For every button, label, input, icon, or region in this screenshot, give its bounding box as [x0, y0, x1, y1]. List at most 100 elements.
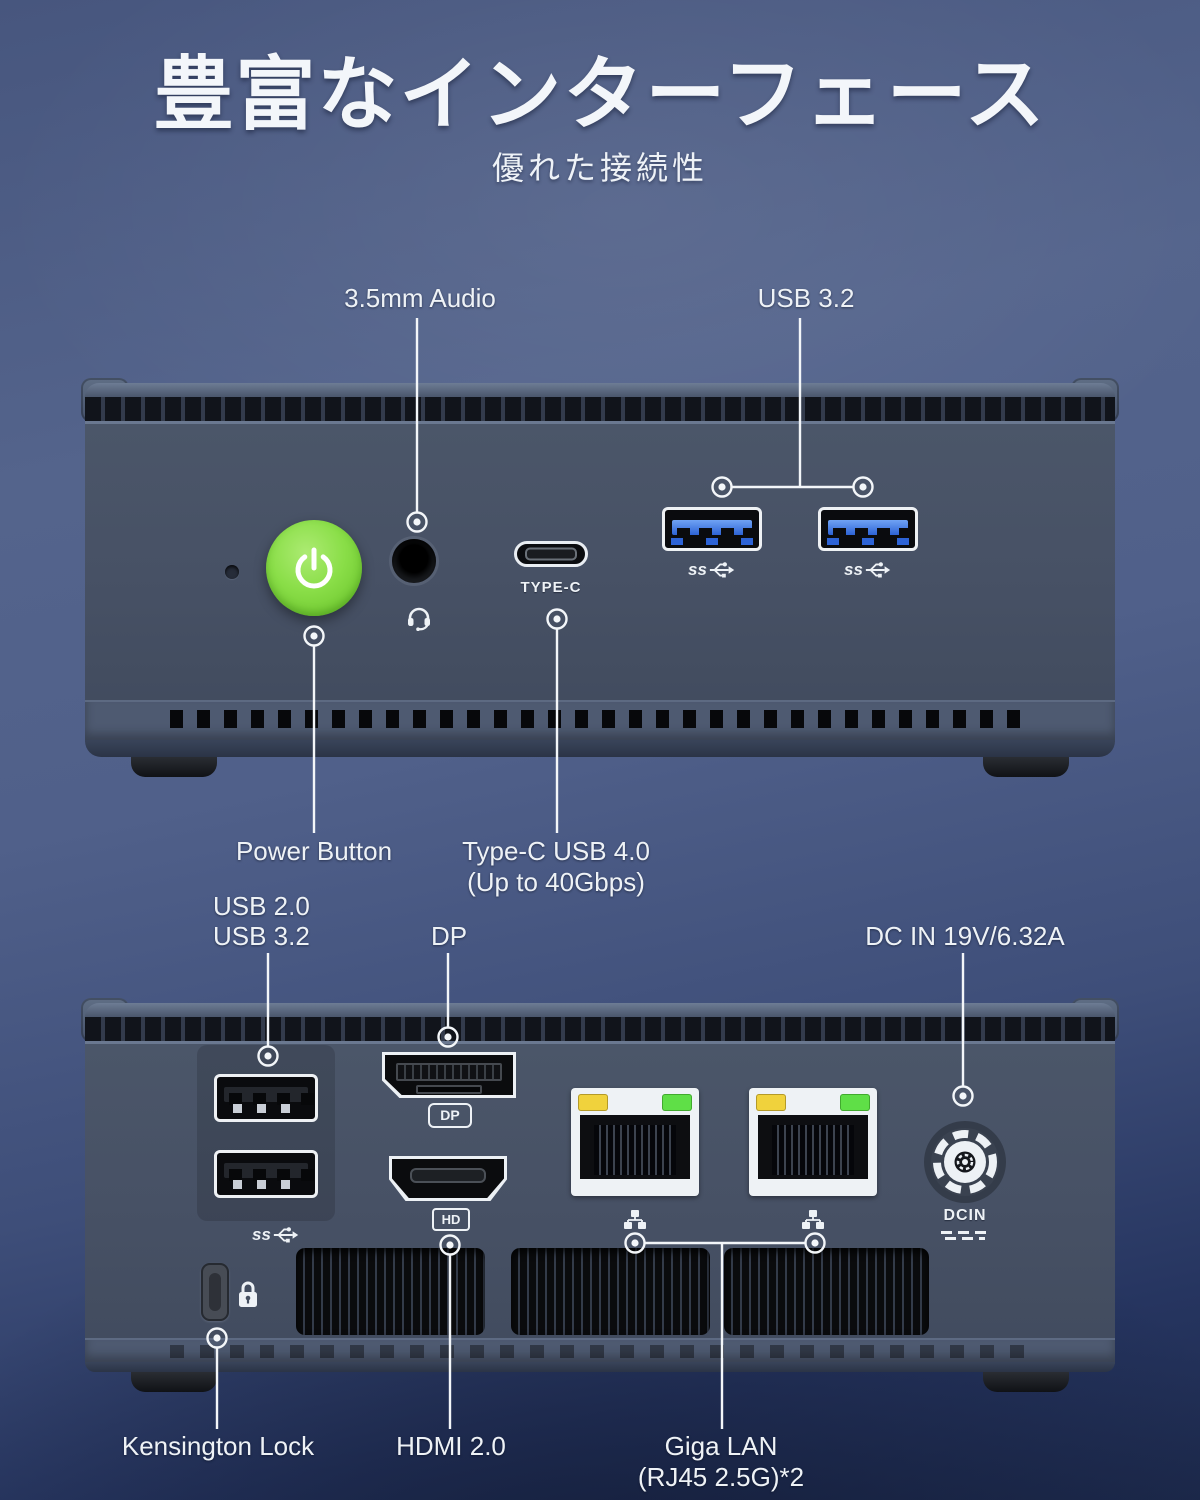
vent-grille-2	[511, 1248, 710, 1335]
lan1-yellow-led	[578, 1094, 608, 1111]
dc-in-marking: DCIN	[943, 1207, 987, 1224]
back-bottom-edge	[85, 1362, 1115, 1372]
superspeed-text: ss	[252, 1225, 271, 1244]
lan-port-2	[749, 1088, 877, 1196]
label-kensington: Kensington Lock	[121, 1431, 315, 1461]
vent-grille-3	[724, 1248, 929, 1335]
usb-pad	[827, 538, 839, 545]
lan1-notch-left	[571, 1129, 578, 1146]
hdmi-port	[389, 1156, 507, 1201]
usb-pad	[233, 1180, 242, 1189]
vent-grille-1	[296, 1248, 485, 1335]
superspeed-usb-icon: ss	[844, 559, 892, 581]
usb-pad	[257, 1180, 266, 1189]
page-title: 豊富なインターフェース	[153, 50, 1047, 139]
lan2-pins	[772, 1125, 854, 1175]
usb-c-port-marking: TYPE-C	[520, 579, 582, 596]
usb-contact	[743, 528, 756, 539]
usb-contact	[899, 528, 912, 539]
front-bottom-edge	[85, 740, 1115, 757]
label-audio: 3.5mm Audio	[344, 283, 496, 313]
back-bottom-vent-holes	[170, 1345, 1030, 1358]
back-top-rim	[85, 1003, 1115, 1017]
back-top-vent-strip	[85, 1017, 1115, 1041]
usb-contact	[877, 528, 890, 539]
usb-contact	[677, 528, 690, 539]
power-led-indicator	[225, 565, 239, 579]
dc-symbol-line	[945, 1237, 985, 1240]
page-subtitle: 優れた接続性	[491, 150, 708, 186]
back-foot-left	[131, 1372, 217, 1392]
displayport-port	[382, 1052, 516, 1098]
usb-pad	[257, 1104, 266, 1113]
dc-symbol-line	[941, 1231, 989, 1234]
label-lan-line1: Giga LAN	[664, 1431, 778, 1461]
usb-pad	[233, 1104, 242, 1113]
back-rim-highlight	[85, 1041, 1115, 1044]
lan1-notch-right	[692, 1129, 699, 1146]
lan-port-1	[571, 1088, 699, 1196]
front-bottom-vent-band	[85, 700, 1115, 742]
usb-contact	[833, 528, 846, 539]
power-icon	[295, 547, 333, 589]
lan1-green-led	[662, 1094, 692, 1111]
front-foot-right	[983, 757, 1069, 777]
headset-icon	[408, 607, 430, 631]
lan2-notch-left	[749, 1129, 756, 1146]
usb-contact	[277, 1093, 290, 1105]
usb-trident-icon	[273, 1227, 299, 1243]
displayport-slot	[396, 1063, 502, 1081]
displayport-bracket	[416, 1085, 482, 1094]
lan2-notch-right	[870, 1129, 877, 1146]
lock-icon	[239, 1281, 257, 1307]
usb-contact	[855, 528, 868, 539]
usb-pad	[862, 538, 874, 545]
superspeed-usb-icon: ss	[688, 559, 736, 581]
power-button	[266, 520, 362, 616]
front-foot-left	[131, 757, 217, 777]
usb-pad	[281, 1180, 290, 1189]
back-bottom-vent-band	[85, 1338, 1115, 1364]
label-dcin: DC IN 19V/6.32A	[865, 921, 1065, 951]
usb-pad	[671, 538, 683, 545]
usb3-port-1	[662, 507, 762, 551]
kensington-slot-opening	[209, 1273, 221, 1311]
usb-contact	[699, 528, 712, 539]
usb3-port-2	[818, 507, 918, 551]
label-lan-line2: (RJ45 2.5G)*2	[637, 1462, 805, 1492]
usb-contact	[301, 1093, 314, 1105]
label-typec-line1: Type-C USB 4.0	[462, 836, 650, 866]
front-top-vent-strip	[85, 397, 1115, 421]
usb-pad	[706, 538, 718, 545]
front-bottom-vent-holes	[170, 710, 1030, 728]
usb-c-port-tongue	[525, 547, 577, 561]
lan2-green-led	[840, 1094, 870, 1111]
usb-c-port	[514, 541, 588, 567]
usb-contact	[229, 1169, 242, 1181]
label-usb32-back: USB 3.2	[213, 921, 310, 951]
hdmi-slot	[410, 1168, 486, 1183]
ethernet-icon	[802, 1210, 824, 1229]
ethernet-icon	[624, 1210, 646, 1229]
usb-pad	[741, 538, 753, 545]
lan2-yellow-led	[756, 1094, 786, 1111]
hdmi-logo: HD	[432, 1208, 470, 1231]
usb-contact	[253, 1169, 266, 1181]
usb-pad	[281, 1104, 290, 1113]
superspeed-usb-icon: ss	[252, 1224, 300, 1246]
label-usb32-front: USB 3.2	[757, 283, 855, 313]
label-usb20-back: USB 2.0	[213, 891, 310, 921]
usb-contact	[229, 1093, 242, 1105]
front-device: TYPE-C ss	[81, 378, 1119, 777]
lan1-pins	[594, 1125, 676, 1175]
dc-in-jack	[924, 1121, 1006, 1203]
usb-contact	[301, 1169, 314, 1181]
back-foot-right	[983, 1372, 1069, 1392]
usb-trident-icon	[865, 562, 891, 578]
kensington-lock-slot	[201, 1263, 229, 1321]
label-dp: DP	[430, 921, 468, 951]
audio-jack-port	[392, 539, 436, 583]
usb-pad	[897, 538, 909, 545]
usb3-port-back	[214, 1150, 318, 1198]
